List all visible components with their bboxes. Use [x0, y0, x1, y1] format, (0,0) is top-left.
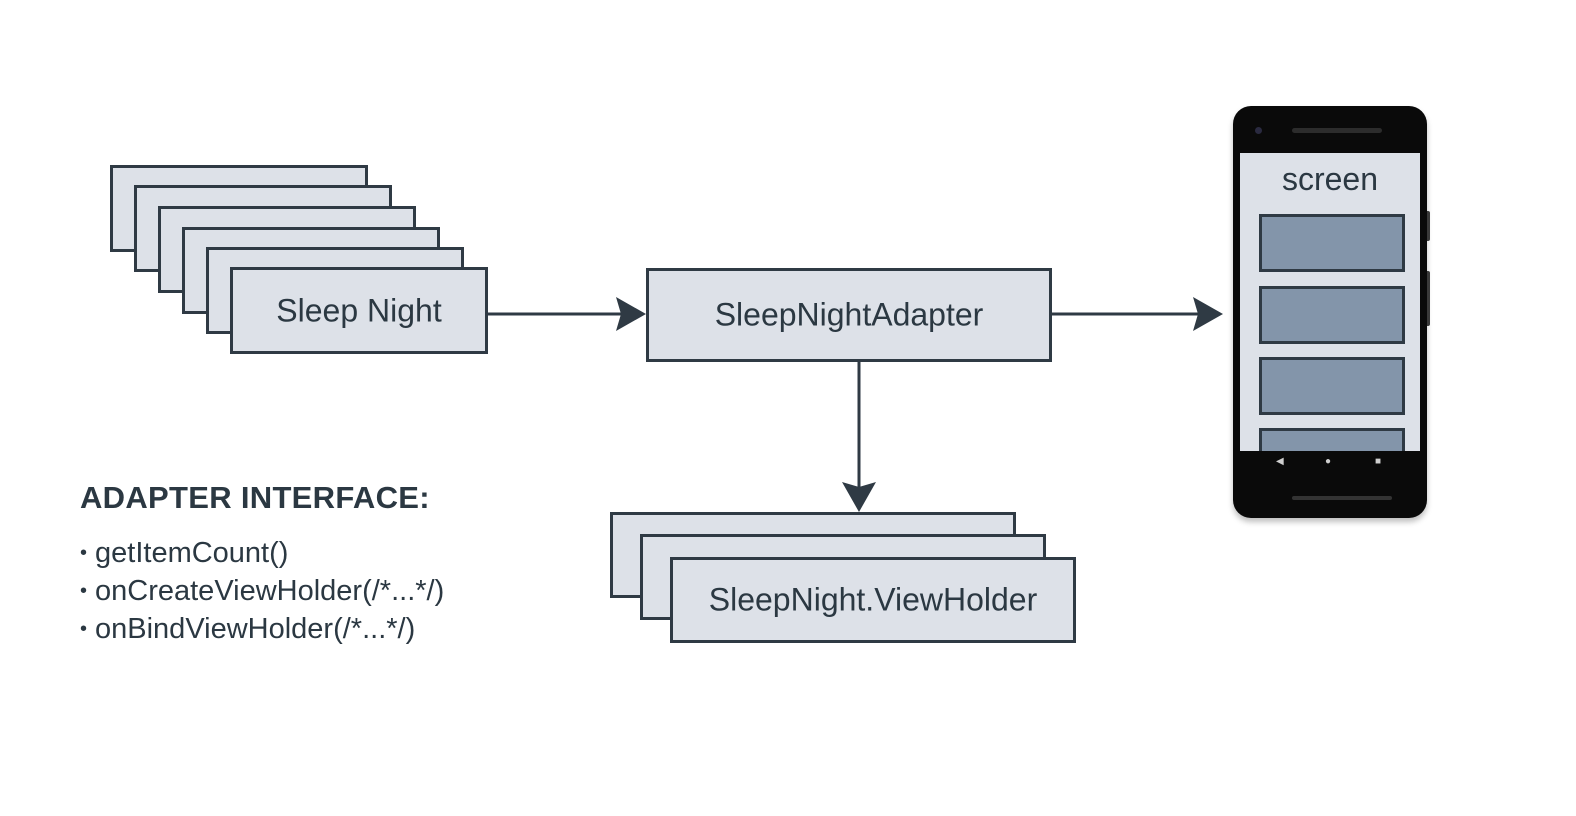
list-item: [1259, 214, 1405, 272]
phone-nav-bar: ◀ ● ■: [1240, 451, 1420, 475]
interface-method-list: getItemCount() onCreateViewHolder(/*...*…: [80, 534, 444, 648]
interface-title: ADAPTER INTERFACE:: [80, 480, 430, 515]
arrowhead-right-2: [1193, 297, 1223, 331]
phone-volume-button: [1427, 271, 1430, 326]
sleep-night-card: Sleep Night: [230, 267, 488, 354]
list-item: onBindViewHolder(/*...*/): [80, 610, 444, 648]
sleep-night-label: Sleep Night: [276, 292, 442, 328]
adapter-label: SleepNightAdapter: [714, 296, 984, 333]
phone-power-button: [1427, 211, 1430, 241]
list-item: [1259, 357, 1405, 415]
phone-chin-bar: [1292, 496, 1392, 500]
adapter-box: SleepNightAdapter: [646, 268, 1052, 362]
phone-device: screen ◀ ● ■: [1233, 106, 1430, 518]
list-item: getItemCount(): [80, 534, 444, 572]
screen-label: screen: [1281, 161, 1379, 197]
list-item: [1259, 286, 1405, 344]
view-holder-card: SleepNight.ViewHolder: [670, 557, 1076, 643]
overview-icon: ■: [1375, 456, 1382, 467]
back-icon: ◀: [1276, 456, 1284, 467]
arrowhead-right-1: [616, 297, 646, 331]
arrowhead-down: [842, 482, 876, 512]
phone-screen: screen: [1240, 153, 1420, 451]
speaker-grille: [1292, 128, 1382, 133]
camera-icon: [1255, 127, 1262, 134]
list-item: [1259, 428, 1405, 451]
home-icon: ●: [1325, 456, 1332, 467]
view-holder-label: SleepNight.ViewHolder: [708, 581, 1038, 618]
list-item: onCreateViewHolder(/*...*/): [80, 572, 444, 610]
